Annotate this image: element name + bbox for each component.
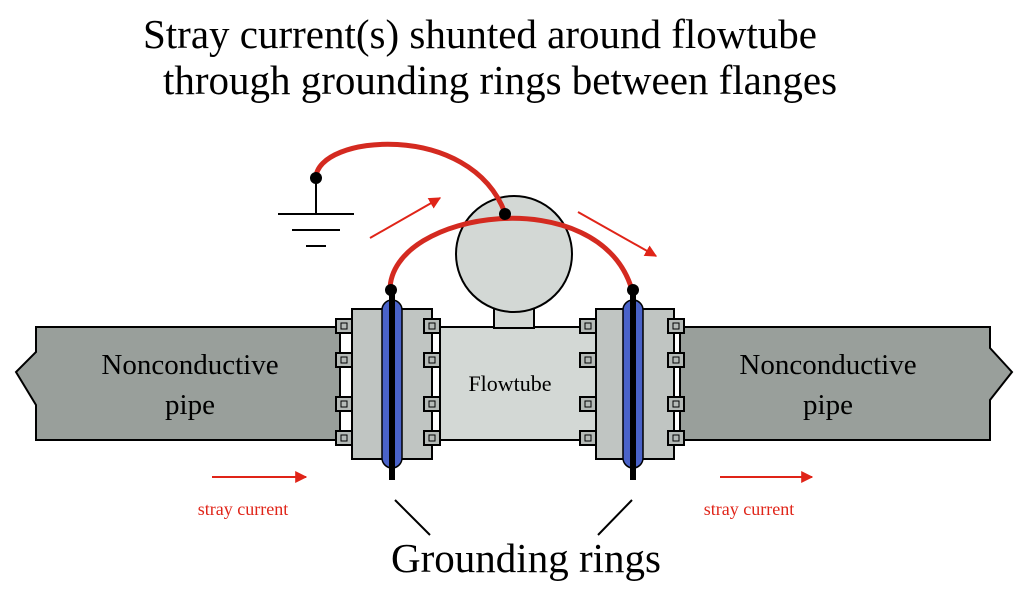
- bolts: [335, 318, 685, 446]
- title-line-2: through grounding rings between flanges: [162, 57, 838, 103]
- bolt-nut: [423, 352, 441, 368]
- transmitter-junction: [499, 208, 511, 220]
- ground-wire: [313, 141, 508, 214]
- bolt-nut: [579, 318, 597, 334]
- title-line-1: Stray current(s) shunted around flowtube: [142, 11, 818, 57]
- bolt-nut: [579, 430, 597, 446]
- bolt-center: [428, 356, 436, 364]
- right-pipe-label-line2: pipe: [803, 389, 853, 421]
- bolt-nut: [667, 396, 685, 412]
- bolt-nut: [423, 318, 441, 334]
- bolt-center: [584, 322, 592, 330]
- bolt-nut: [423, 396, 441, 412]
- left-pipe-label-line1: Nonconductive: [101, 349, 278, 381]
- bolt-center: [428, 400, 436, 408]
- bolt-center: [584, 356, 592, 364]
- bolt-nut: [335, 352, 353, 368]
- right-ring-junction: [627, 284, 639, 296]
- ground-symbol: [278, 178, 354, 247]
- bolt-center: [340, 356, 348, 364]
- bolt-center: [428, 322, 436, 330]
- right-pipe-label-line1: Nonconductive: [739, 349, 916, 381]
- right-ring-pointer: [597, 499, 633, 536]
- left-ring-junction: [385, 284, 397, 296]
- bolt-nut: [335, 396, 353, 412]
- left-pipe-label-line2: pipe: [165, 389, 215, 421]
- bolt-center: [672, 434, 680, 442]
- bolt-center: [340, 434, 348, 442]
- bolt-center: [428, 434, 436, 442]
- transmitter-head: [455, 195, 573, 313]
- bolt-center: [672, 400, 680, 408]
- bolt-nut: [335, 318, 353, 334]
- bolt-nut: [423, 430, 441, 446]
- current-arrow-upper-right: [577, 211, 658, 257]
- bolt-center: [672, 356, 680, 364]
- bolt-nut: [579, 352, 597, 368]
- stray-current-label-left: stray current: [198, 499, 288, 519]
- bolt-center: [340, 400, 348, 408]
- bolt-nut: [667, 318, 685, 334]
- stray-current-label-right: stray current: [704, 499, 794, 519]
- bolt-nut: [579, 396, 597, 412]
- bolt-nut: [667, 430, 685, 446]
- bolt-center: [584, 434, 592, 442]
- right-pipe: [679, 326, 1014, 441]
- bolt-center: [584, 400, 592, 408]
- left-flange-outer: [351, 308, 385, 460]
- bolt-center: [672, 322, 680, 330]
- bolt-center: [340, 322, 348, 330]
- grounding-rings-label: Grounding rings: [391, 535, 661, 581]
- ground-junction: [310, 172, 322, 184]
- bolt-nut: [335, 430, 353, 446]
- left-ring-pointer: [394, 499, 431, 536]
- bonding-wire: [387, 215, 635, 291]
- bolt-nut: [667, 352, 685, 368]
- flowtube-label: Flowtube: [468, 371, 551, 396]
- left-pipe: [14, 326, 341, 441]
- flowtube-body: [439, 326, 601, 441]
- current-arrow-upper-left: [369, 197, 442, 239]
